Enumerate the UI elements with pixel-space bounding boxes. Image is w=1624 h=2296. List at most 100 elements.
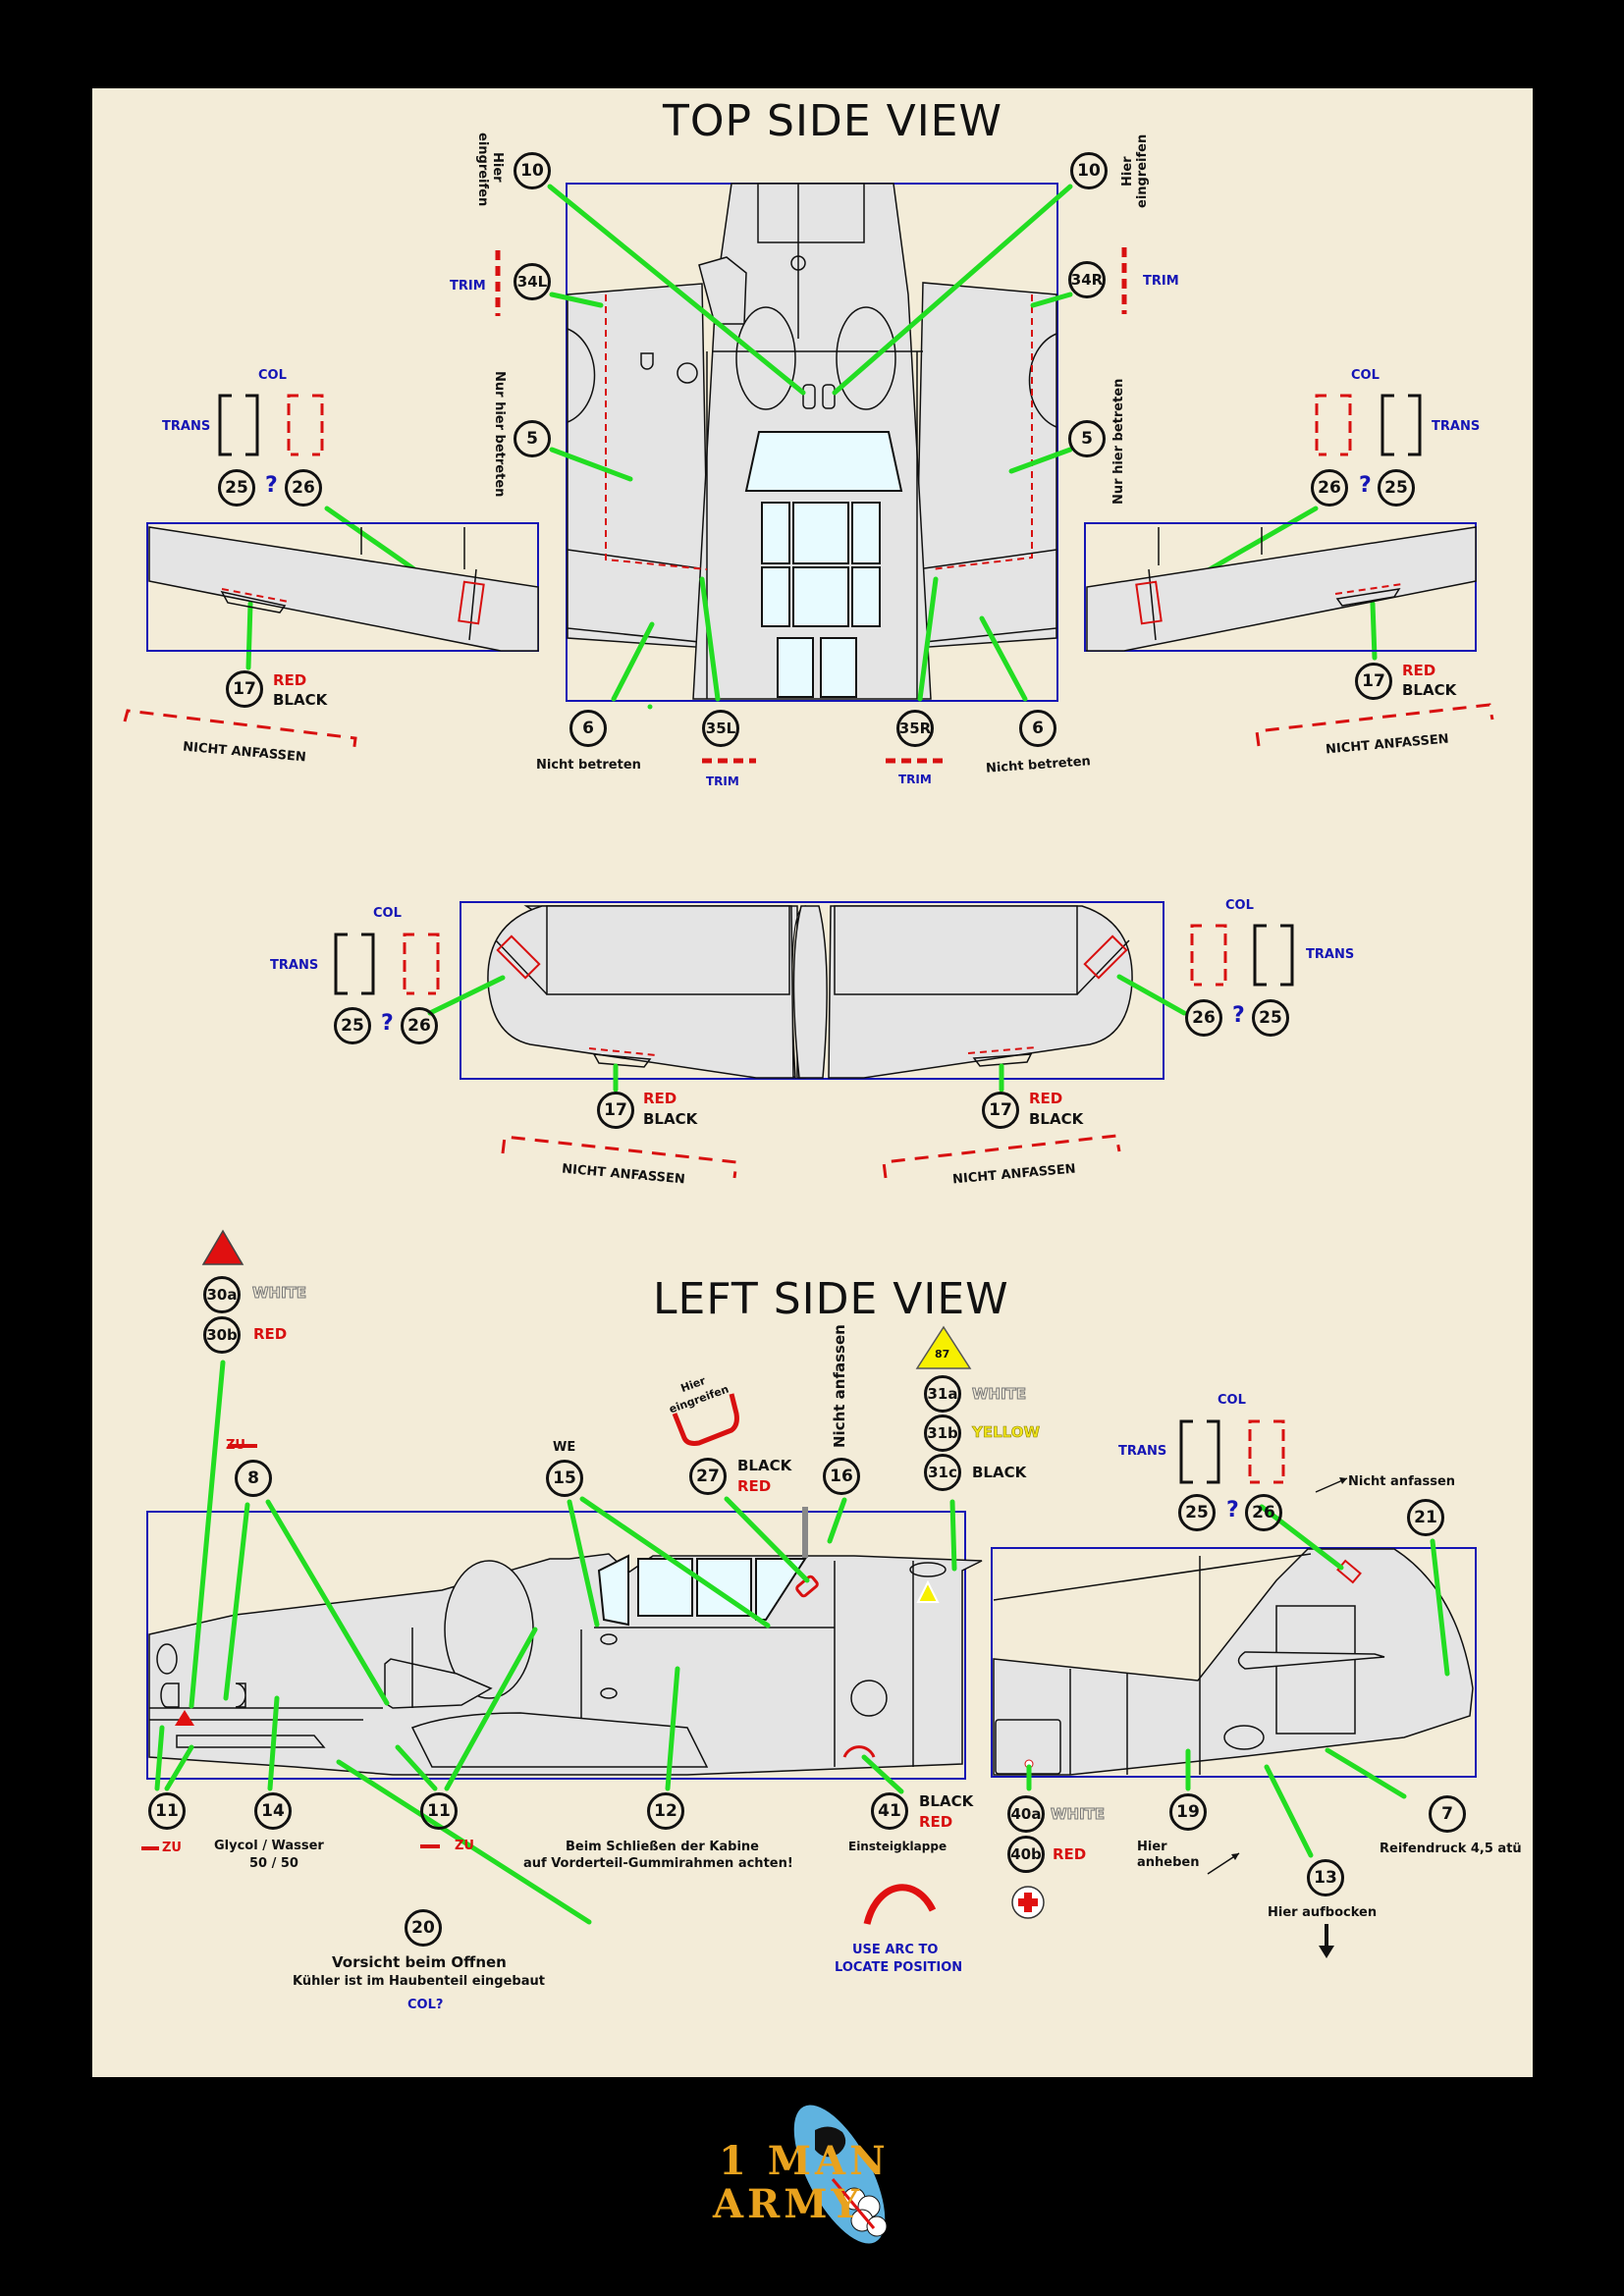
red-label-bottom-right: RED: [1029, 1090, 1063, 1107]
trans-label-top-right: TRANS: [1432, 419, 1481, 434]
top-canopy-front: [744, 431, 903, 492]
trans-bracket-icon: [218, 394, 259, 456]
callout-40b: 40b: [1007, 1836, 1045, 1873]
glycol-label: Glycol / Wasser: [214, 1839, 324, 1853]
callout-31c: 31c: [924, 1454, 961, 1491]
white-label-30a: WHITE: [251, 1284, 307, 1302]
eingreifen-label-right: eingreifen: [1135, 133, 1150, 208]
callout-10-left: 10: [514, 152, 551, 189]
black-label-31c: BLACK: [972, 1464, 1027, 1481]
callout-7: 7: [1429, 1795, 1466, 1833]
bottom-view: [334, 901, 1294, 1179]
red-label-27: RED: [737, 1477, 772, 1495]
white-label-40a: WHITE: [1050, 1805, 1106, 1823]
left-view-title: LEFT SIDE VIEW: [653, 1274, 1009, 1324]
triangle-87-label: 87: [935, 1348, 950, 1361]
callout-11-right: 11: [420, 1792, 458, 1830]
callout-17-bottom-right: 17: [982, 1092, 1019, 1129]
question-mark-bottom-left: ?: [381, 1011, 394, 1036]
callout-30b: 30b: [203, 1316, 241, 1354]
callout-15: 15: [546, 1460, 583, 1497]
callout-26-bottom-left: 26: [401, 1007, 438, 1044]
callout-31a: 31a: [924, 1375, 961, 1413]
callout-8: 8: [235, 1460, 272, 1497]
einsteigklappe-label: Einsteigklappe: [848, 1840, 947, 1853]
callout-35R: 35R: [896, 710, 934, 747]
hier-anheben-line2: anheben: [1137, 1855, 1200, 1870]
logo-line2: ARMY: [713, 2181, 864, 2227]
callout-25-top-left: 25: [218, 469, 255, 507]
col-label-top-left: COL: [258, 368, 287, 383]
trim-label-35R: TRIM: [898, 773, 932, 786]
callout-10-right: 10: [1070, 152, 1108, 189]
hier-aufbocken-label: Hier aufbocken: [1268, 1905, 1378, 1920]
callout-31b: 31b: [924, 1415, 961, 1452]
callout-17-top-left: 17: [226, 670, 263, 708]
callout-34L: 34L: [514, 263, 551, 300]
top-view-fuselage: [566, 183, 1058, 702]
hier-label-left: Hier: [490, 152, 505, 183]
black-label-bottom-left: BLACK: [643, 1110, 698, 1128]
callout-26-top-left: 26: [285, 469, 322, 507]
callout-26-bottom-right: 26: [1185, 999, 1222, 1037]
trans-label-bottom-right: TRANS: [1306, 947, 1355, 962]
zu-label-11-left: ZU: [162, 1841, 182, 1855]
use-arc-label-line2: LOCATE POSITION: [835, 1960, 963, 1975]
question-mark-side: ?: [1226, 1498, 1239, 1522]
yellow-label-31b: YELLOW: [972, 1423, 1041, 1441]
white-label-31a: WHITE: [971, 1385, 1027, 1403]
red-label-30b: RED: [253, 1325, 288, 1343]
hier-anheben-line1: Hier: [1137, 1840, 1167, 1854]
callout-17-top-right: 17: [1355, 663, 1392, 700]
callout-25-side: 25: [1178, 1494, 1216, 1531]
callout-25-top-right: 25: [1378, 469, 1415, 507]
walkway-right-outline: [930, 294, 1033, 570]
kabine-label-line2: auf Vorderteil-Gummirahmen achten!: [523, 1856, 793, 1871]
use-arc-label-line1: USE ARC TO: [852, 1943, 939, 1957]
callout-34R: 34R: [1068, 261, 1106, 298]
trim-label-left: TRIM: [450, 279, 486, 294]
callout-25-bottom-left: 25: [334, 1007, 371, 1044]
red-label-40b: RED: [1053, 1845, 1087, 1863]
callout-27: 27: [689, 1458, 727, 1495]
col-label-bottom-left: COL: [373, 906, 402, 921]
trans-label-top-left: TRANS: [162, 419, 211, 434]
callout-6-left: 6: [569, 710, 607, 747]
red-label-top-right: RED: [1402, 662, 1436, 679]
col-question-label: COL?: [407, 1998, 444, 2012]
callout-21: 21: [1407, 1499, 1444, 1536]
left-view-forward-fuselage: [146, 1507, 983, 1780]
red-label-41: RED: [919, 1813, 953, 1831]
col-label-bottom-right: COL: [1225, 898, 1254, 913]
kabine-label-line1: Beim Schließen der Kabine: [566, 1840, 759, 1854]
callout-5-left: 5: [514, 420, 551, 457]
black-label-41: BLACK: [919, 1792, 974, 1810]
callout-26-side: 26: [1245, 1494, 1282, 1531]
black-label-bottom-right: BLACK: [1029, 1110, 1084, 1128]
nicht-betreten-left: Nicht betreten: [536, 758, 641, 773]
callout-19: 19: [1169, 1793, 1207, 1831]
question-mark-top-right: ?: [1359, 473, 1372, 498]
walkway-left-outline: [605, 294, 708, 570]
callout-40a: 40a: [1007, 1795, 1045, 1833]
zu-label-8: ZU: [226, 1438, 245, 1453]
grab-here-handle-icon: [672, 1393, 739, 1446]
vorsicht-label-line1: Vorsicht beim Offnen: [332, 1953, 507, 1971]
one-man-army-logo: 1 MAN ARMY: [707, 2101, 923, 2258]
top-view-outer-wings: [146, 522, 1477, 652]
top-view-markers: [123, 247, 1494, 764]
nicht-anfassen-tail: Nicht anfassen: [1348, 1474, 1456, 1489]
trans-label-side: TRANS: [1118, 1444, 1167, 1459]
top-view-title: TOP SIDE VIEW: [663, 96, 1002, 146]
left-view-tail: [991, 1547, 1477, 1778]
left-view-leaders: [141, 1229, 1450, 1958]
col-bracket-icon: [287, 394, 324, 456]
red-label-bottom-left: RED: [643, 1090, 677, 1107]
eingreifen-label-left: eingreifen: [475, 133, 490, 207]
locate-arc-icon: [863, 1884, 937, 1925]
yellow-triangle-icon: [915, 1325, 972, 1369]
question-mark-bottom-right: ?: [1232, 1003, 1245, 1028]
black-label-27: BLACK: [737, 1457, 792, 1474]
nicht-anfassen-vertical: Nicht anfassen: [831, 1324, 848, 1448]
